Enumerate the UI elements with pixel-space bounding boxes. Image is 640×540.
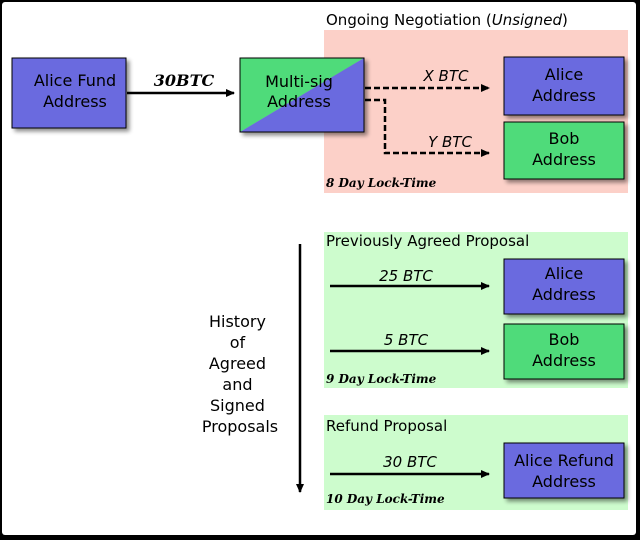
previous-alice-line1: Alice bbox=[545, 264, 583, 283]
negotiation-bob-line1: Bob bbox=[549, 129, 580, 148]
negotiation-title-suffix: ) bbox=[562, 11, 568, 29]
negotiation-alice-box: Alice Address bbox=[503, 56, 625, 116]
alice-fund-box-shape bbox=[11, 57, 127, 129]
refund-alice-box: Alice Refund Address bbox=[503, 442, 625, 499]
previous-alice-box: Alice Address bbox=[503, 258, 625, 315]
negotiation-alice-line1: Alice bbox=[545, 65, 583, 84]
negotiation-panel-title: Ongoing Negotiation (Unsigned) bbox=[326, 11, 568, 29]
previous-bob-line1: Bob bbox=[549, 330, 580, 349]
history-label-line3: Agreed bbox=[209, 354, 266, 373]
history-label-line5: Signed bbox=[210, 396, 265, 415]
previous-alice-amount: 25 BTC bbox=[379, 267, 433, 285]
previous-alice-line2: Address bbox=[532, 285, 596, 304]
previous-bob-line2: Address bbox=[532, 351, 596, 370]
previous-lock-time: 9 Day Lock-Time bbox=[326, 372, 437, 386]
negotiation-y-label: Y BTC bbox=[428, 133, 472, 151]
negotiation-alice-line2: Address bbox=[532, 86, 596, 105]
refund-amount: 30 BTC bbox=[383, 453, 437, 471]
multisig-address-box bbox=[239, 57, 365, 133]
multisig-label-line1: Multi-sig bbox=[265, 72, 333, 91]
refund-proposal-title: Refund Proposal bbox=[326, 417, 447, 435]
negotiation-lock-time: 8 Day Lock-Time bbox=[326, 176, 437, 190]
previous-alice-box-shape bbox=[503, 258, 625, 315]
negotiation-alice-box-shape bbox=[503, 56, 625, 116]
refund-alice-line2: Address bbox=[532, 472, 596, 491]
multisig-blue-half bbox=[240, 58, 364, 132]
previous-bob-box: Bob Address bbox=[503, 323, 625, 380]
multisig-label-line2: Address bbox=[267, 92, 331, 111]
negotiation-title-emphasis: Unsigned bbox=[492, 11, 563, 29]
previous-bob-amount: 5 BTC bbox=[384, 331, 429, 349]
previous-bob-box-shape bbox=[503, 323, 625, 380]
alice-fund-label-line1: Alice Fund bbox=[34, 71, 116, 90]
previous-proposal-title: Previously Agreed Proposal bbox=[326, 232, 529, 250]
refund-alice-box-shape bbox=[503, 442, 625, 499]
negotiation-bob-box-shape bbox=[503, 121, 625, 180]
fund-arrow-label: 30BTC bbox=[154, 71, 215, 90]
refund-lock-time: 10 Day Lock-Time bbox=[326, 492, 445, 506]
negotiation-arrow-bob bbox=[365, 98, 490, 157]
history-label-line2: of bbox=[230, 333, 246, 352]
refund-alice-line1: Alice Refund bbox=[514, 451, 614, 470]
alice-fund-label-line2: Address bbox=[43, 92, 107, 111]
negotiation-bob-box: Bob Address bbox=[503, 121, 625, 180]
history-label-line1: History bbox=[209, 312, 266, 331]
history-label-line6: Proposals bbox=[202, 417, 278, 436]
negotiation-title-prefix: Ongoing Negotiation ( bbox=[326, 11, 492, 29]
history-label: History of Agreed and Signed Proposals bbox=[202, 312, 278, 436]
negotiation-bob-line2: Address bbox=[532, 150, 596, 169]
multisig-box-outline bbox=[239, 57, 365, 133]
alice-fund-address-box: Alice Fund Address bbox=[11, 57, 127, 129]
history-label-line4: and bbox=[222, 375, 252, 394]
negotiation-x-label: X BTC bbox=[423, 67, 469, 85]
